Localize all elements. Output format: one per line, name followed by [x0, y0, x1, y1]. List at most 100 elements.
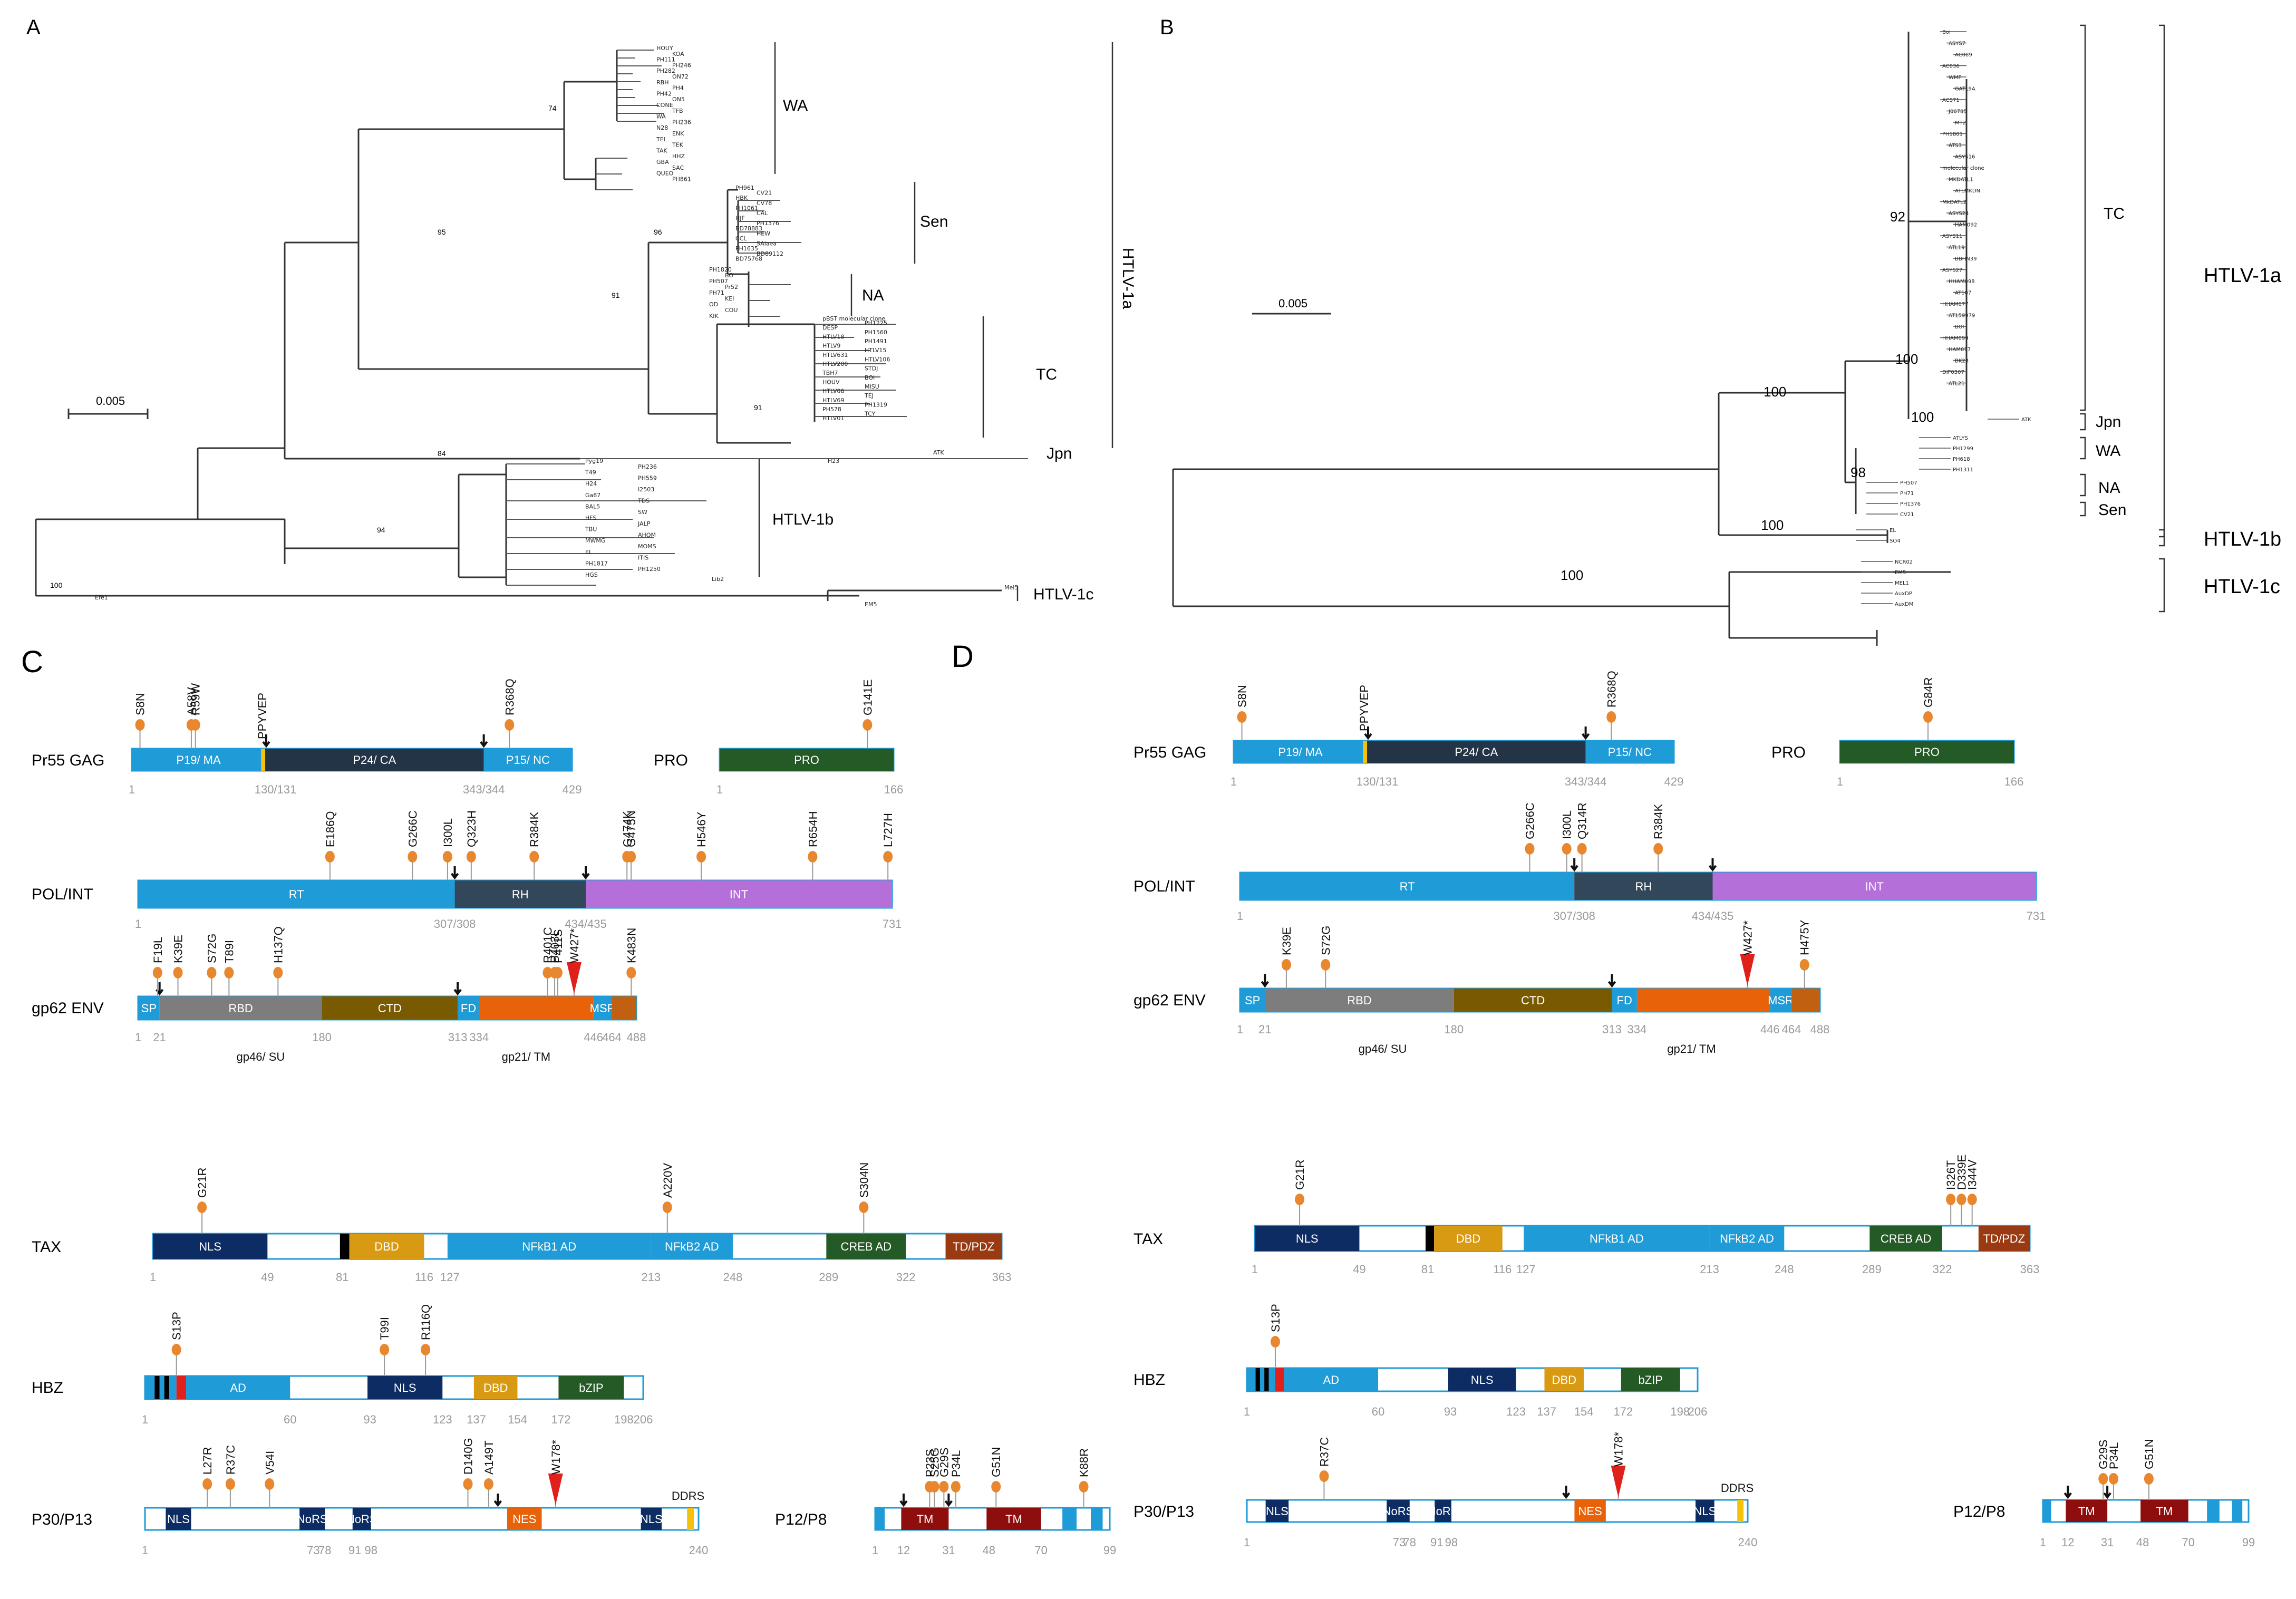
tree-b-taxon-label: ATS3 — [1949, 143, 1962, 149]
mutation-label: Q323H — [465, 810, 478, 847]
mutation-marker — [197, 1201, 207, 1213]
hbz-domain — [1264, 1368, 1269, 1391]
tree-a-taxon-label: HTLV15 — [865, 347, 886, 354]
tree-a-taxon-label: MISU — [865, 383, 879, 390]
tree-a-taxon-label: STDJ — [865, 365, 878, 372]
tree-b-taxon-label: AT107 — [1955, 290, 1971, 296]
mutation-marker — [1079, 1481, 1089, 1493]
position-number: 307/308 — [1553, 909, 1595, 923]
p12-domain-label: TM — [2156, 1505, 2173, 1518]
env-domain-label: FD — [461, 1002, 476, 1015]
hbz-domain-label: NLS — [1471, 1373, 1494, 1387]
position-number: 198 — [1670, 1405, 1690, 1418]
panel-c-label: C — [21, 645, 43, 679]
position-number: 70 — [1034, 1544, 1047, 1557]
tree-b-taxon-label: PH1299 — [1953, 446, 1973, 452]
tree-b-taxon-label: ATL21 — [1949, 381, 1964, 387]
p12-domain-label: TM — [1005, 1513, 1022, 1526]
tree-a-taxon-label: PH1560 — [865, 329, 887, 336]
env-domain — [1791, 989, 1820, 1012]
position-number: 180 — [1444, 1023, 1464, 1036]
env-domain — [138, 996, 160, 1020]
tax-domain — [349, 1234, 424, 1259]
env-domain-label: FD — [1617, 994, 1632, 1007]
position-number: 70 — [2182, 1536, 2195, 1549]
mutation-marker — [626, 967, 636, 978]
tree-b-taxon-label: HAM017 — [1949, 347, 1971, 353]
mutation-marker — [1577, 843, 1587, 855]
gag-domain — [265, 749, 484, 771]
tax-domain-label: CREB AD — [840, 1240, 892, 1253]
mutation-label: E186Q — [324, 811, 337, 848]
tree-b-taxon-label: PH507 — [1900, 480, 1917, 486]
cleavage-arrow — [582, 866, 590, 880]
tree-a-taxon-label: TEK — [672, 142, 684, 149]
tree-b-taxon-label: WMP — [1949, 75, 1962, 81]
tree-b-taxon-label: AC036 — [1942, 64, 1960, 70]
position-number: 363 — [992, 1271, 1012, 1284]
gag-domain — [483, 749, 572, 771]
tree-a-taxon-label: CV21 — [757, 190, 772, 197]
tree-a-clade-wa: WA — [783, 97, 808, 114]
env-domain-label: MSR — [590, 1002, 616, 1015]
hbz-domain — [1544, 1368, 1584, 1391]
tree-a-taxon-label: TFB — [672, 108, 683, 114]
mutation-marker — [2098, 1473, 2108, 1485]
position-number: 48 — [983, 1544, 995, 1557]
tax-domain — [1524, 1226, 1710, 1251]
pol-domain — [138, 880, 455, 908]
gag-domain — [1585, 741, 1674, 763]
pro-name: PRO — [1771, 744, 1806, 761]
p12-domain-label: TM — [2078, 1505, 2095, 1518]
position-number: 1 — [1244, 1405, 1250, 1418]
tree-a-clade-1a: HTLV-1a — [1119, 248, 1137, 309]
tax-domain — [1869, 1226, 1942, 1251]
tree-a-taxon-label: DESP — [822, 324, 838, 331]
position-number: 1 — [1231, 775, 1237, 788]
mutation-label: G51N — [990, 1447, 1003, 1477]
tree-a-taxon-label: PH578 — [822, 406, 841, 413]
position-number: 81 — [336, 1271, 348, 1284]
mutation-label: W427* — [568, 928, 581, 963]
p30-ddrs-label: DDRS — [1721, 1481, 1754, 1495]
tree-a-taxon-label: pBST molecular clone — [822, 315, 885, 322]
hbz-domain — [1255, 1368, 1260, 1391]
mutation-marker — [224, 967, 234, 978]
env-domain — [593, 996, 612, 1020]
tree-a-taxon-label: PH1061 — [735, 205, 758, 211]
p12-domain — [986, 1508, 1041, 1530]
mutation-marker — [662, 1201, 672, 1213]
tree-a-taxon-label: PH1635 — [735, 245, 758, 252]
tree-a-scale-label: 0.005 — [96, 394, 125, 408]
tree-b-taxon-label: ACS71 — [1942, 98, 1960, 103]
mutation-marker — [1606, 711, 1616, 723]
mutation-marker — [883, 851, 893, 863]
position-number: 343/344 — [463, 783, 505, 796]
position-number: 78 — [318, 1544, 331, 1557]
mutation-label: T89I — [222, 940, 236, 963]
p30-domain-label: NLS — [640, 1513, 663, 1526]
tree-a-taxon-label: PH71 — [709, 289, 724, 296]
p12-domain — [1091, 1508, 1103, 1530]
mutation-marker — [696, 851, 706, 863]
tree-a-taxon-label: Efe1 — [95, 594, 108, 601]
panel-b-label: B — [1160, 16, 1174, 39]
p30-domain-label: NoRS — [297, 1513, 328, 1526]
position-number: 78 — [1403, 1536, 1416, 1549]
tree-a-taxon-label: CV78 — [757, 200, 772, 207]
tax-domain-label: NFkB2 AD — [1720, 1232, 1774, 1245]
tree-a-taxon-label: RBH — [656, 79, 669, 86]
tree-a-taxon-label: BD89112 — [757, 250, 783, 257]
position-number: 93 — [363, 1413, 376, 1426]
position-number: 1 — [142, 1413, 148, 1426]
tree-b-bootstrap-tc: 92 — [1890, 209, 1905, 225]
tree-a-taxon-label: ATK — [933, 449, 944, 456]
mutation-marker — [325, 851, 335, 863]
pol-domain — [1574, 873, 1713, 900]
hbz-domain — [176, 1376, 186, 1399]
mutation-marker — [273, 967, 283, 978]
mutation-marker — [939, 1481, 949, 1493]
mutation-label: S72G — [205, 934, 218, 963]
cleavage-arrow — [1562, 1486, 1571, 1499]
tree-b-branches — [1172, 32, 1968, 646]
